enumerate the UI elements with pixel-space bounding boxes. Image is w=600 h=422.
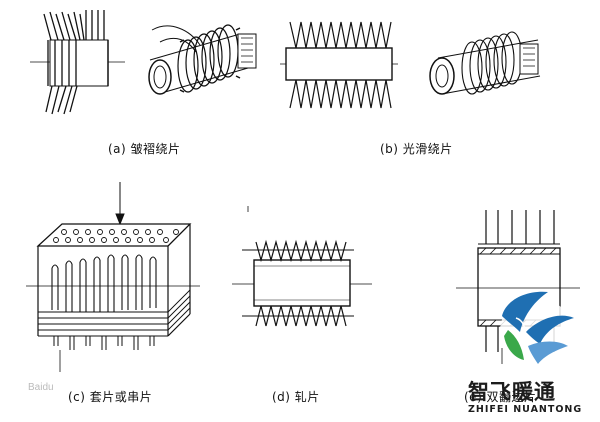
figure-a-fins (43, 10, 105, 115)
figure-d-rolled-fin (232, 206, 372, 327)
figure-c-top-holes (53, 229, 179, 243)
figure-b-perspective (429, 31, 541, 95)
caption-d: (d) 轧片 (272, 390, 320, 404)
figure-e-fins (485, 210, 555, 244)
figure-c-plate-fin-block (26, 182, 200, 372)
caption-c: (c) 套片或串片 (68, 390, 153, 404)
figure-a-perspective (148, 24, 257, 95)
brand-logo-mark (500, 291, 574, 364)
figure-a-side-view (30, 10, 125, 115)
figure-a-perspective-fins (177, 24, 239, 93)
caption-b: (b) 光滑绕片 (380, 142, 453, 156)
caption-a: (a) 皱褶绕片 (108, 142, 181, 156)
brand-name-cn: 智飞暖通 (468, 380, 556, 404)
figure-b-side-view (280, 21, 398, 109)
figure-c-tubes (51, 254, 157, 312)
figure-c-fin-stack (38, 289, 191, 337)
caption-e: (e) 双翻边片 (464, 390, 537, 404)
baidu-watermark: Baidu (28, 382, 54, 393)
brand-name-en: ZHIFEI NUANTONG (468, 404, 583, 415)
figure-c-bottom-tube-ends (53, 336, 155, 350)
